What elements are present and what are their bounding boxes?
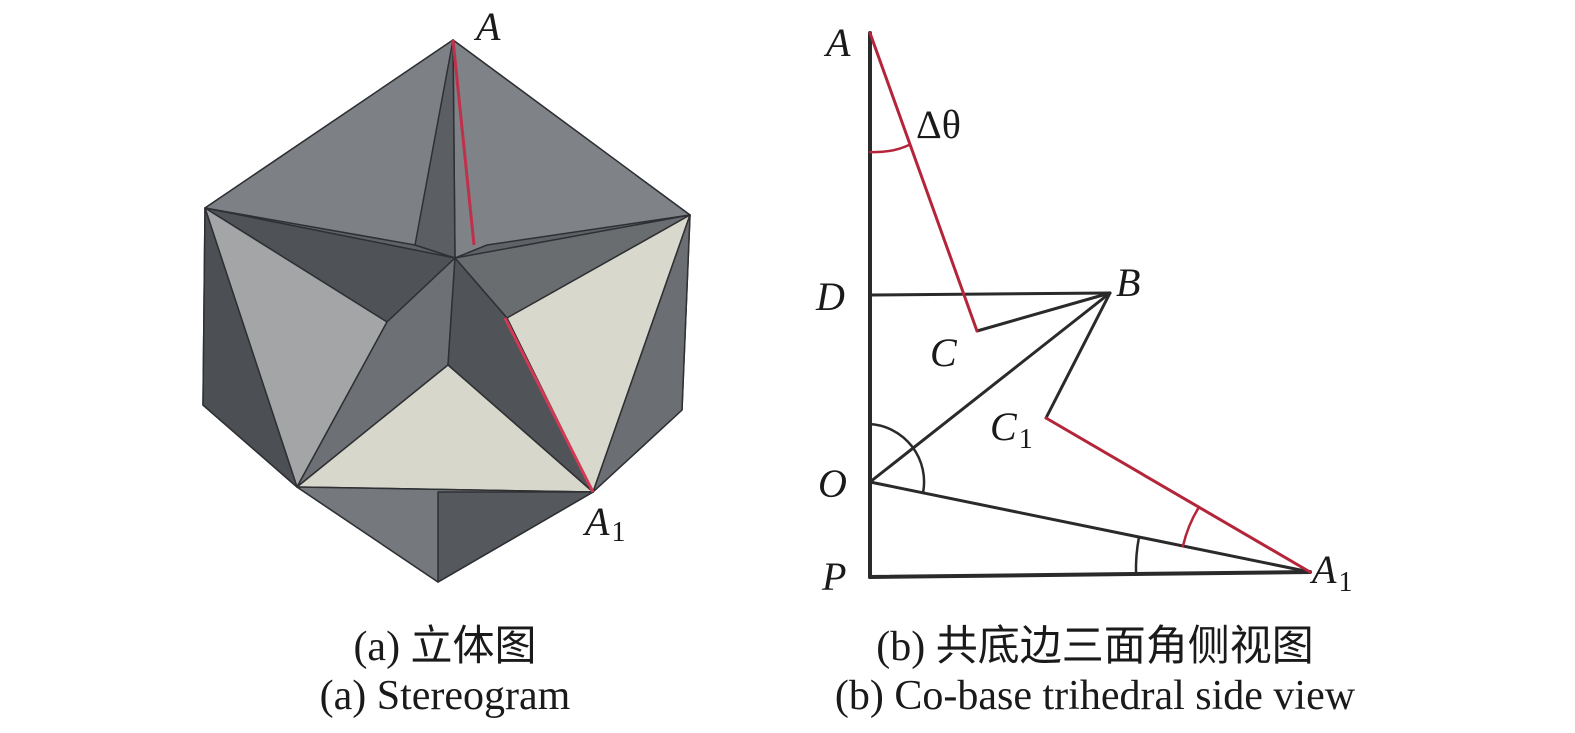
- angle-arc-A1-black: [1134, 535, 1141, 576]
- label-b-O: O: [818, 461, 847, 506]
- label-b-D: D: [815, 274, 845, 319]
- caption-b-chinese: (b) 共底边三面角侧视图: [876, 624, 1314, 670]
- angle-arc-O: [868, 422, 926, 495]
- line-OA1: [868, 480, 1312, 574]
- label-b-A: A: [823, 20, 851, 65]
- face-left-side: [202, 207, 298, 488]
- face-bottom-right: [437, 491, 594, 583]
- red-edge-bottom: [503, 317, 595, 493]
- line-CB: [975, 291, 1112, 333]
- red-edge-top: [451, 39, 476, 246]
- caption-a-english: (a) Stereogram: [319, 673, 571, 719]
- caption-a-chinese: (a) 立体图: [353, 624, 537, 670]
- label-a-vertex-A: A: [473, 4, 501, 49]
- angle-arc-delta-theta: [868, 143, 911, 154]
- line-DB: [868, 291, 1112, 297]
- line-OB: [868, 291, 1112, 484]
- red-line-AC: [868, 31, 979, 333]
- face-top-inner: [414, 39, 456, 259]
- stereogram-polyhedron: [202, 39, 691, 583]
- side-view-diagram: [868, 31, 1312, 579]
- line-BC1: [1044, 291, 1112, 420]
- label-b-P: P: [821, 554, 846, 599]
- line-PA1: [868, 570, 1312, 579]
- label-delta-theta: Δθ: [916, 102, 961, 147]
- face-right-side: [592, 214, 691, 493]
- red-line-C1A1: [1044, 416, 1312, 574]
- angle-arc-A1-red: [1181, 505, 1201, 548]
- label-b-B: B: [1116, 260, 1140, 305]
- label-b-C1: C1: [990, 404, 1033, 455]
- label-b-C: C: [930, 330, 958, 375]
- label-b-A1: A1: [1309, 547, 1352, 598]
- caption-b-english: (b) Co-base trihedral side view: [834, 673, 1356, 719]
- label-a-vertex-A1: A1: [582, 499, 625, 548]
